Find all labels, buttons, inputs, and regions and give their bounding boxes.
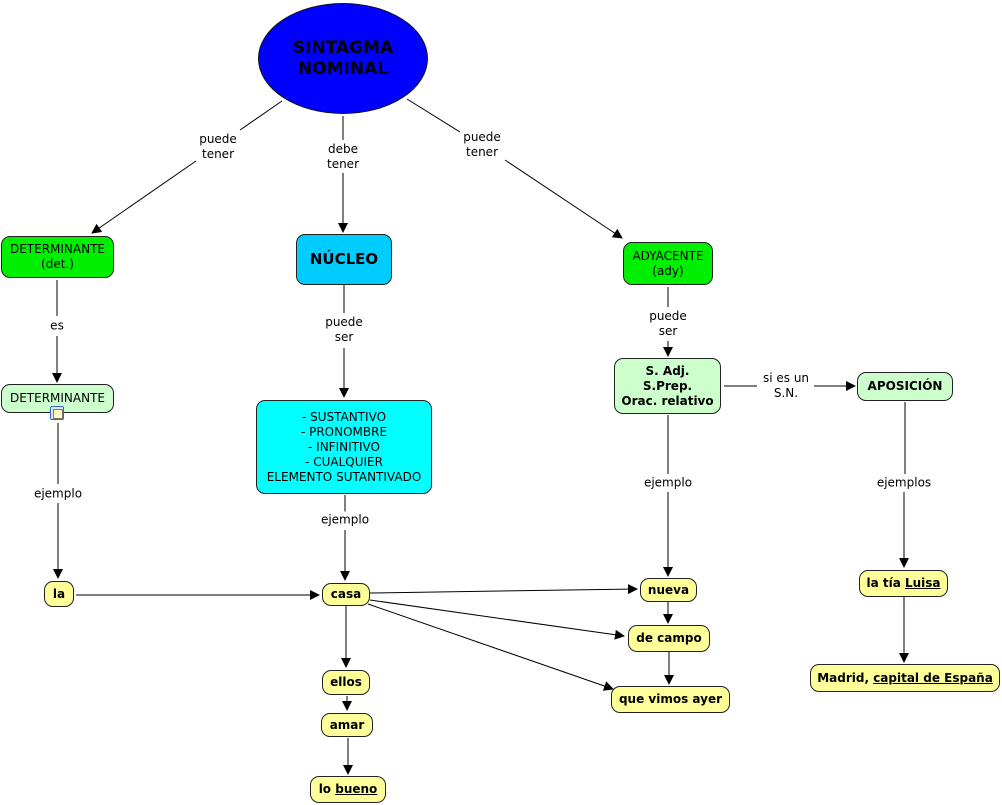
- concept-aposicion[interactable]: APOSICIÓN: [857, 372, 953, 401]
- example-de-campo[interactable]: de campo: [628, 625, 710, 652]
- link-label-nucleo-tipos: puede ser: [323, 314, 365, 346]
- edge-casa-decampo: [369, 599, 625, 640]
- link-label-root-determinante: puede tener: [197, 131, 239, 163]
- example-amar[interactable]: amar: [321, 713, 373, 737]
- la-tia-prefix: la tía: [866, 576, 905, 590]
- example-casa[interactable]: casa: [322, 583, 370, 606]
- edge-root-adyacente-a: [406, 98, 461, 133]
- example-la[interactable]: la: [44, 581, 74, 607]
- link-label-adyacente-tipos: puede ser: [647, 308, 689, 340]
- concept-adyacente-tipos[interactable]: S. Adj. S.Prep. Orac. relativo: [614, 358, 721, 414]
- link-label-nuctipos-casa: ejemplo: [318, 511, 372, 529]
- edge-root-determinante-b: [91, 160, 197, 234]
- edge-root-determinante-a: [239, 100, 283, 131]
- concept-nucleo[interactable]: NÚCLEO: [296, 234, 392, 285]
- root-concept-sintagma-nominal[interactable]: SINTAGMA NOMINAL: [258, 3, 428, 114]
- lo-bueno-link[interactable]: bueno: [335, 782, 378, 796]
- concept-determinante-2[interactable]: DETERMINANTE: [1, 384, 114, 413]
- link-label-tipos-aposicion: si es un S.N.: [760, 370, 812, 402]
- edge-casa-quevimos: [367, 603, 614, 691]
- resource-document-icon[interactable]: [50, 406, 64, 420]
- edge-root-adyacente-b: [504, 159, 623, 239]
- document-page-icon: [53, 409, 63, 419]
- example-la-tia-luisa[interactable]: la tía Luisa: [859, 570, 948, 597]
- example-que-vimos-ayer[interactable]: que vimos ayer: [611, 686, 730, 713]
- link-label-det-det2: es: [48, 317, 66, 335]
- example-madrid-capital[interactable]: Madrid, capital de España: [810, 664, 1000, 692]
- luisa-link[interactable]: Luisa: [904, 576, 941, 590]
- madrid-prefix: Madrid,: [817, 670, 874, 685]
- example-ellos[interactable]: ellos: [322, 670, 370, 695]
- concept-nucleo-tipos[interactable]: - SUSTANTIVO - PRONOMBRE - INFINITIVO - …: [256, 400, 432, 494]
- lo-bueno-prefix: lo: [318, 782, 336, 796]
- link-label-root-nucleo: debe tener: [324, 141, 362, 173]
- capital-de-espana-link[interactable]: capital de España: [873, 670, 993, 685]
- link-label-adytipos-nueva: ejemplo: [641, 474, 695, 492]
- concept-adyacente[interactable]: ADYACENTE (ady): [623, 242, 713, 285]
- link-label-det2-la: ejemplo: [31, 485, 85, 503]
- example-nueva[interactable]: nueva: [640, 578, 697, 602]
- example-lo-bueno[interactable]: lo bueno: [310, 776, 386, 803]
- concept-determinante[interactable]: DETERMINANTE (det.): [1, 236, 114, 278]
- link-label-root-adyacente: puede tener: [461, 129, 503, 161]
- edge-casa-nueva: [369, 584, 638, 595]
- link-label-aposicion-luisa: ejemplos: [874, 474, 934, 492]
